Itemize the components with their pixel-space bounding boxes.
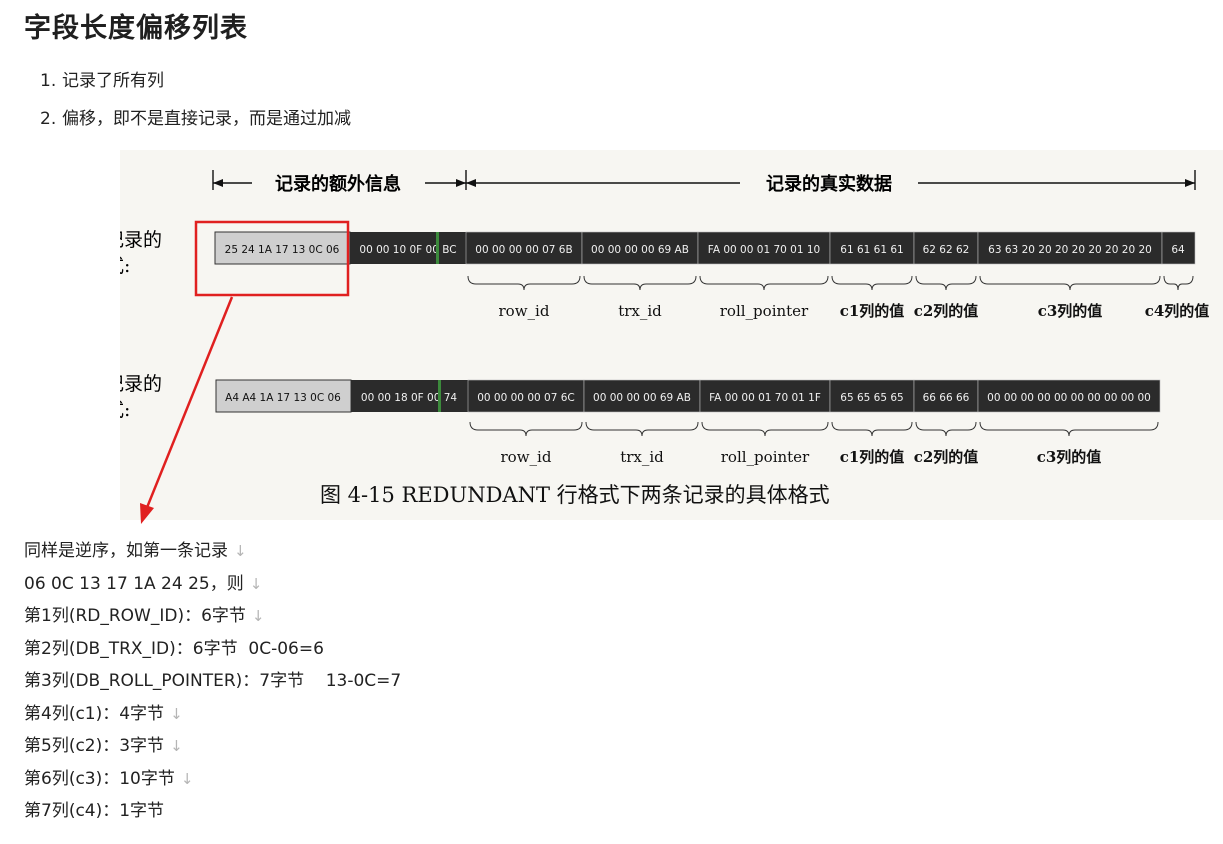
note-text: 第2列(DB_TRX_ID)：6字节 0C-06=6 xyxy=(24,638,324,659)
page-title: 字段长度偏移列表 xyxy=(24,13,248,44)
record1-field-label: trx_id xyxy=(618,302,662,320)
note-line: 同样是逆序，如第一条记录 ↓ xyxy=(24,535,401,568)
down-arrow-icon: ↓ xyxy=(251,607,265,625)
record2-field-label: row_id xyxy=(501,448,552,466)
note-line: 第5列(c2)：3字节 ↓ xyxy=(24,730,401,763)
record2-cell-text: 66 66 66 xyxy=(923,392,970,404)
record1-cell-text: FA 00 00 01 70 01 10 xyxy=(708,244,820,256)
record2-field-label: c3列的值 xyxy=(1037,448,1102,466)
note-line: 第4列(c1)：4字节 ↓ xyxy=(24,698,401,731)
note-text: 第6列(c3)：10字节 xyxy=(24,768,175,789)
record2-cell xyxy=(699,379,831,413)
extra-info-header: 记录的额外信息 xyxy=(275,173,401,195)
record1-cell xyxy=(581,231,699,265)
list-item-number: 2. xyxy=(40,109,57,129)
record2-field-label: c2列的值 xyxy=(914,448,979,466)
record1-cell-text: 25 24 1A 17 13 0C 06 xyxy=(225,244,340,256)
down-arrow-icon: ↓ xyxy=(249,574,263,593)
real-data-header: 记录的真实数据 xyxy=(766,173,892,195)
record2-row: A4 A4 1A 17 13 0C 06 00 00 18 0F 00 74 0… xyxy=(215,379,1161,413)
down-arrow-icon: ↓ xyxy=(180,769,194,788)
redundant-format-figure: 记录的额外信息 记录的真实数据 第一条记录的 存储格式: 25 24 1A 17… xyxy=(120,150,1223,520)
arrowhead xyxy=(1185,179,1195,187)
record1-cell-text: 00 00 00 00 69 AB xyxy=(591,244,689,256)
arrowhead xyxy=(213,179,223,187)
record1-cell xyxy=(697,231,831,265)
down-arrow-icon: ↓ xyxy=(170,737,183,755)
note-line: 第7列(c4)：1字节 xyxy=(24,795,401,828)
green-marker xyxy=(438,380,441,412)
down-arrow-icon: ↓ xyxy=(234,542,247,560)
record1-field-label: row_id xyxy=(499,302,550,320)
record1-cell xyxy=(829,231,915,265)
record2-cell xyxy=(583,379,701,413)
record2-cell xyxy=(913,379,979,413)
record1-cell xyxy=(350,232,466,264)
record2-cell xyxy=(829,379,915,413)
list-item: 1.记录了所有列 xyxy=(40,66,351,104)
record1-cell-text: 61 61 61 61 xyxy=(840,244,903,256)
green-marker xyxy=(436,232,439,264)
note-text: 第4列(c1)：4字节 xyxy=(24,703,165,724)
record1-field-label: c4列的值 xyxy=(1145,302,1210,320)
record2-cell-text: 00 00 00 00 69 AB xyxy=(593,392,691,404)
record1-row: 25 24 1A 17 13 0C 06 00 00 10 0F 00 BC 0… xyxy=(214,231,1196,265)
record2-field-label: trx_id xyxy=(620,448,664,466)
record2-label-line1: 第二条记录的 xyxy=(120,373,162,395)
record1-cell xyxy=(913,231,979,265)
record2-cell xyxy=(351,380,468,412)
record2-cell-text: 00 00 00 00 07 6C xyxy=(477,392,575,404)
record1-label-line1: 第一条记录的 xyxy=(120,229,162,251)
list-item-text: 偏移，即不是直接记录，而是通过加减 xyxy=(62,109,351,129)
record1-field-label: c1列的值 xyxy=(840,302,905,320)
down-arrow-icon: ↓ xyxy=(170,704,183,723)
record1-cell-text: 00 00 00 00 07 6B xyxy=(475,244,572,256)
record1-label-line2: 存储格式: xyxy=(120,255,130,277)
figure-caption: 图 4-15 REDUNDANT 行格式下两条记录的具体格式 xyxy=(320,483,830,507)
point-list: 1.记录了所有列 2.偏移，即不是直接记录，而是通过加减 xyxy=(40,66,351,142)
record2-cell xyxy=(467,379,585,413)
note-text: 同样是逆序，如第一条记录 xyxy=(24,541,228,561)
note-line: 第3列(DB_ROLL_POINTER)：7字节 13-0C=7 xyxy=(24,665,401,698)
record2-cell-text: 00 00 00 00 00 00 00 00 00 00 xyxy=(987,392,1151,404)
note-text: 第5列(c2)：3字节 xyxy=(24,736,165,756)
arrowhead xyxy=(466,179,476,187)
record2-cell xyxy=(977,379,1161,413)
note-text: 第1列(RD_ROW_ID)：6字节 xyxy=(24,606,246,626)
record2-label-line2: 存储格式: xyxy=(120,399,130,421)
record1-field-label: roll_pointer xyxy=(720,302,809,320)
record1-field-label: c3列的值 xyxy=(1038,302,1103,320)
record2-cell-text: FA 00 00 01 70 01 1F xyxy=(709,392,821,404)
note-text: 第7列(c4)：1字节 xyxy=(24,801,165,821)
note-text: 第3列(DB_ROLL_POINTER)：7字节 13-0C=7 xyxy=(24,671,402,691)
list-item-text: 记录了所有列 xyxy=(62,71,164,91)
record2-cell-text: A4 A4 1A 17 13 0C 06 xyxy=(225,392,341,404)
record1-cell-text: 00 00 10 0F 00 BC xyxy=(359,244,456,256)
list-item-number: 1. xyxy=(40,71,57,91)
record2-braces xyxy=(469,421,1159,437)
record1-braces xyxy=(467,275,1194,291)
note-text: 06 0C 13 17 1A 24 25，则 xyxy=(24,573,244,594)
record2-field-label: c1列的值 xyxy=(840,448,905,466)
offset-notes: 同样是逆序，如第一条记录 ↓ 06 0C 13 17 1A 24 25，则 ↓ 第1… xyxy=(24,535,401,828)
note-line: 第2列(DB_TRX_ID)：6字节 0C-06=6 xyxy=(24,633,401,666)
record1-cell xyxy=(465,231,583,265)
record2-cell xyxy=(215,379,352,413)
record1-cell-text: 62 62 62 xyxy=(923,244,970,256)
note-line: 第6列(c3)：10字节 ↓ xyxy=(24,763,401,796)
record2-cell-text: 65 65 65 65 xyxy=(840,392,903,404)
note-line: 06 0C 13 17 1A 24 25，则 ↓ xyxy=(24,568,401,601)
record2-field-label: roll_pointer xyxy=(721,448,810,466)
record1-cell xyxy=(1161,231,1196,265)
format-diagram: 记录的额外信息 记录的真实数据 第一条记录的 存储格式: 25 24 1A 17… xyxy=(120,170,1210,507)
record1-cell xyxy=(977,231,1163,265)
note-line: 第1列(RD_ROW_ID)：6字节 ↓ xyxy=(24,600,401,633)
record2-cell-text: 00 00 18 0F 00 74 xyxy=(361,392,458,404)
record1-field-label: c2列的值 xyxy=(914,302,979,320)
record1-cell-text: 64 xyxy=(1171,244,1185,256)
list-item: 2.偏移，即不是直接记录，而是通过加减 xyxy=(40,104,351,142)
record1-cell-text: 63 63 20 20 20 20 20 20 20 20 xyxy=(988,244,1152,256)
arrowhead xyxy=(456,179,466,187)
